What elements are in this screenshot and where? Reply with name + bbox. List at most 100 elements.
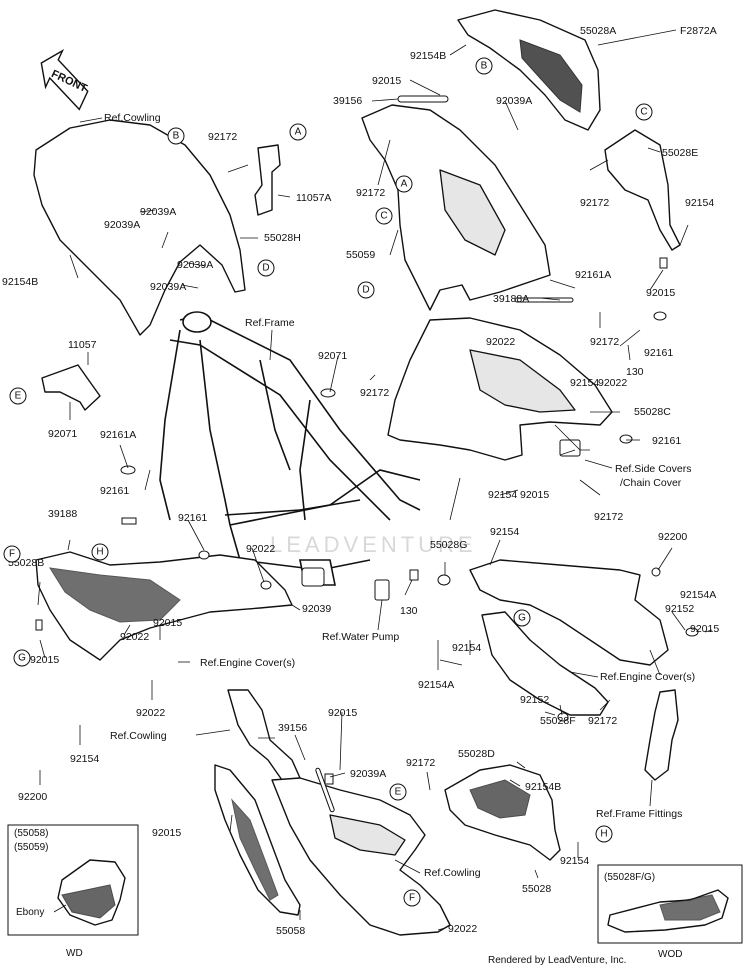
ref-label: /Chain Cover	[620, 477, 682, 489]
upper-cowl-55028A	[457, 9, 601, 131]
lower-fairing-55028B	[35, 551, 293, 661]
frame-fittings-bracket	[644, 689, 679, 781]
svg-text:F: F	[9, 549, 15, 560]
part-label: 92161A	[100, 429, 136, 441]
part-label: 55028D	[458, 748, 495, 760]
part-label: 55028G	[430, 539, 467, 551]
part-label: 92154	[560, 855, 589, 867]
callout-circle: F	[403, 889, 421, 907]
svg-text:H: H	[96, 547, 103, 558]
inset-wod-caption: WOD	[658, 949, 682, 960]
callout-circle: D	[357, 281, 375, 299]
part-label: 11057	[68, 339, 97, 351]
callout-circle: C	[375, 207, 393, 225]
part-label: 92154	[490, 526, 519, 538]
part-label: 55028A	[580, 25, 616, 37]
part-label: 39156	[333, 95, 362, 107]
bracket-11057	[41, 364, 101, 411]
part-label: 92039A	[350, 768, 386, 780]
svg-text:A: A	[401, 179, 408, 190]
part-label: 92154	[488, 489, 517, 501]
side-fairing-55059	[361, 104, 551, 311]
ref-label: Ref.Cowling	[104, 112, 161, 124]
callout-circle: E	[9, 387, 27, 405]
part-label: 92154	[685, 197, 714, 209]
svg-text:G: G	[18, 653, 26, 664]
ref-label: Ref.Frame	[245, 317, 295, 329]
callout-circle: A	[395, 175, 413, 193]
callout-circle: H	[595, 825, 613, 843]
lower-panel-55028	[214, 689, 301, 916]
part-label: 92015	[646, 287, 675, 299]
bracket-11057A	[254, 144, 281, 216]
part-label: 92039A	[177, 259, 213, 271]
part-label: 92015	[690, 623, 719, 635]
ref-label: Ref.Engine Cover(s)	[600, 671, 695, 683]
part-label: 92022	[246, 543, 275, 555]
part-label: 92015	[328, 707, 357, 719]
ref-label: Ref.Water Pump	[322, 631, 399, 643]
part-label: 92200	[18, 791, 47, 803]
watermark: LEADVENTURE	[270, 532, 477, 557]
part-label: 92022	[448, 923, 477, 935]
callout-circle: H	[91, 543, 109, 561]
inset-wd-label: Ebony	[16, 907, 44, 918]
svg-text:F: F	[409, 893, 415, 904]
part-label: 92154B	[525, 781, 561, 793]
inset-wd-code-1: (55058)	[14, 828, 48, 839]
part-label: 92039A	[150, 281, 186, 293]
part-label: 92015	[30, 654, 59, 666]
part-label: 92022	[136, 707, 165, 719]
svg-text:A: A	[295, 127, 302, 138]
part-label: 92015	[152, 827, 181, 839]
part-label: 92161	[100, 485, 129, 497]
svg-text:D: D	[262, 263, 269, 274]
inner-lower-55028F	[481, 611, 609, 716]
part-labels: 55028A 92154B 92015 39156 92039A 92172 5…	[2, 25, 719, 937]
leader-lines	[37, 29, 713, 931]
lower-fairing-55028G	[469, 559, 669, 666]
diagram-code: F2872A	[680, 25, 717, 37]
part-label: 92071	[318, 350, 347, 362]
part-label: 130	[626, 366, 644, 378]
part-label: 92015	[372, 75, 401, 87]
callout-circle: C	[635, 103, 653, 121]
part-label: 92161	[652, 435, 681, 447]
callout-circle: F	[3, 545, 21, 563]
ref-label: Ref.Side Covers	[615, 463, 691, 475]
inset-wd-code-2: (55059)	[14, 842, 48, 853]
part-label: 92022	[486, 336, 515, 348]
callout-circle: G	[513, 609, 531, 627]
part-label: 92172	[588, 715, 617, 727]
part-label: 92152	[665, 603, 694, 615]
part-label: 92154	[570, 377, 599, 389]
inset-wod: (55028F/G) WOD	[597, 864, 743, 960]
part-label: 55028F	[540, 715, 576, 727]
part-label: 92039A	[140, 206, 176, 218]
part-label: 92071	[48, 428, 77, 440]
ref-label: Ref.Cowling	[424, 867, 481, 879]
part-label: 55058	[276, 925, 305, 937]
part-label: 92161A	[575, 269, 611, 281]
part-label: 92172	[208, 131, 237, 143]
part-label: 92172	[594, 511, 623, 523]
footer-credit: Rendered by LeadVenture, Inc.	[488, 955, 626, 966]
part-label: 92200	[658, 531, 687, 543]
part-label: 92161	[644, 347, 673, 359]
part-label: 92154	[70, 753, 99, 765]
callout-circle: B	[167, 127, 185, 145]
callout-circle: E	[389, 783, 407, 801]
part-label: 92022	[598, 377, 627, 389]
ref-label: Ref.Engine Cover(s)	[200, 657, 295, 669]
ref-label: Ref.Cowling	[110, 730, 167, 742]
front-arrow-icon: FRONT	[40, 49, 89, 111]
svg-text:D: D	[362, 285, 369, 296]
svg-text:E: E	[15, 391, 22, 402]
callout-circle: D	[257, 259, 275, 277]
inset-wd: (55058) (55059) Ebony WD	[7, 824, 139, 959]
under-cowl-55028C	[387, 317, 613, 461]
part-label: 39188A	[493, 293, 529, 305]
ref-label: Ref.Frame Fittings	[596, 808, 682, 820]
part-label: 92154A	[418, 679, 454, 691]
